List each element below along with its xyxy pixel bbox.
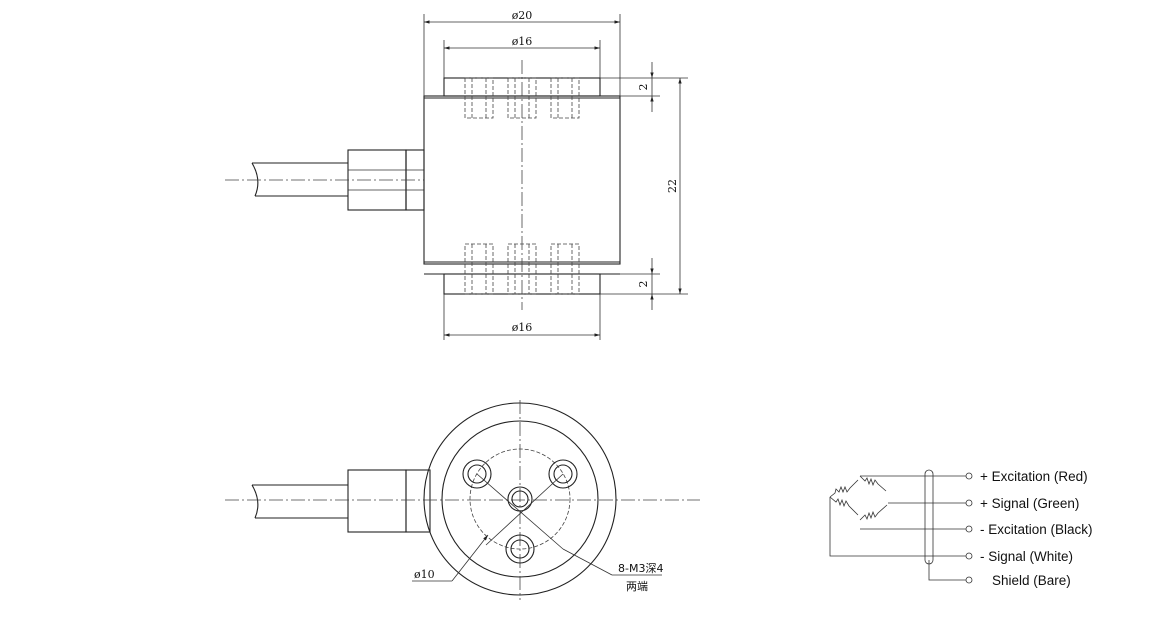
terminal-icon bbox=[965, 472, 973, 480]
dimension-top-flange: ø16 bbox=[443, 35, 601, 78]
sensor-body bbox=[423, 60, 621, 310]
dim-bottom-label: ø16 bbox=[512, 321, 533, 334]
dim-height-label: 22 bbox=[666, 179, 679, 193]
lead-signal-positive: + Signal (Green) bbox=[980, 496, 1079, 511]
lead-signal-negative: - Signal (White) bbox=[980, 549, 1073, 564]
terminal-icon bbox=[965, 552, 973, 560]
dim-flange-bottom-label: 2 bbox=[637, 281, 650, 288]
shield-tube bbox=[924, 469, 934, 565]
wiring-diagram: + Excitation (Red) + Signal (Green) - Ex… bbox=[829, 469, 1093, 588]
dimension-height: 22 bbox=[600, 77, 688, 295]
threaded-holes-top bbox=[464, 77, 580, 119]
thread-note-label: 两端 bbox=[626, 580, 648, 593]
thread-spec-label: 8-M3深4 bbox=[618, 562, 663, 575]
hole-upper-right bbox=[548, 459, 578, 489]
dim-top-inner-label: ø16 bbox=[512, 35, 533, 48]
terminal-icon bbox=[965, 499, 973, 507]
terminal-icon bbox=[965, 525, 973, 533]
dimension-flange-bottom: 2 bbox=[620, 258, 660, 310]
dimension-flange-top: 2 bbox=[620, 62, 660, 112]
top-view: ø10 8-M3深4 两端 bbox=[225, 400, 700, 600]
wheatstone-bridge bbox=[829, 475, 888, 521]
terminal-icon bbox=[965, 576, 973, 584]
cable-side bbox=[225, 149, 425, 211]
threaded-holes-bottom bbox=[464, 243, 580, 295]
hole-upper-left bbox=[462, 459, 492, 489]
lead-excitation-negative: - Excitation (Black) bbox=[980, 522, 1093, 537]
cable-top bbox=[225, 469, 700, 533]
dim-flange-top-label: 2 bbox=[637, 84, 650, 91]
lead-shield: Shield (Bare) bbox=[992, 573, 1071, 588]
dimension-outer-diameter: ø20 bbox=[423, 9, 621, 96]
hole-bottom bbox=[505, 534, 535, 564]
dimension-bottom-flange: ø16 bbox=[443, 294, 601, 340]
front-view: ø20 ø16 ø16 22 2 bbox=[225, 9, 688, 340]
dim-top-outer-label: ø20 bbox=[512, 9, 533, 22]
dim-circle-label: ø10 bbox=[414, 568, 435, 581]
lead-excitation-positive: + Excitation (Red) bbox=[980, 469, 1088, 484]
